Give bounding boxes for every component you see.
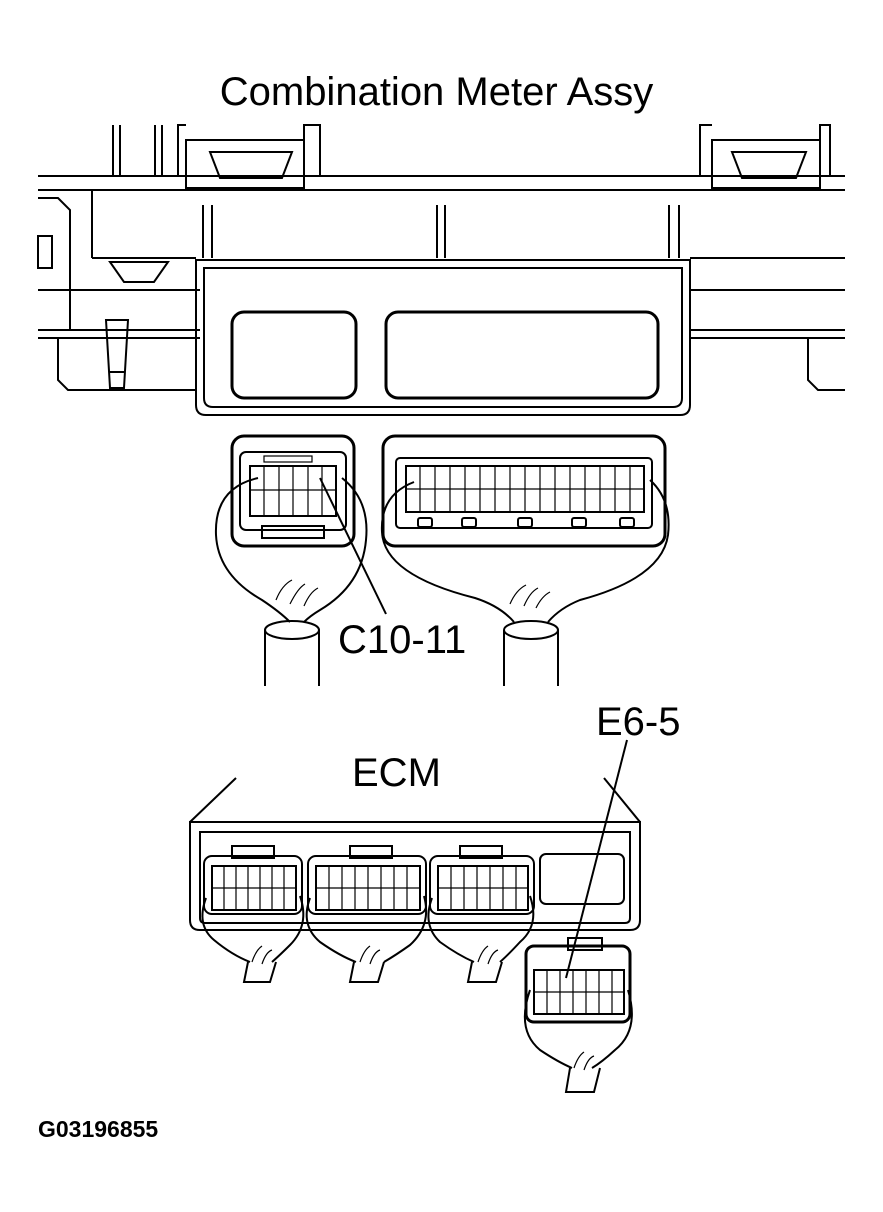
label-c10-11: C10-11: [338, 618, 467, 662]
figure-code: G03196855: [38, 1116, 159, 1142]
connector-c10: [214, 434, 368, 686]
combination-meter-assy: [37, 124, 845, 416]
label-e6-5: E6-5: [596, 700, 681, 744]
diagram-title: Combination Meter Assy: [219, 70, 654, 114]
ecm-unit: [189, 777, 641, 983]
meter-connector-large: [380, 434, 670, 686]
connector-e6: [523, 937, 633, 1093]
leader-e6-5: [565, 739, 628, 979]
leader-c10-11: [319, 477, 387, 615]
label-ecm: ECM: [352, 751, 441, 795]
